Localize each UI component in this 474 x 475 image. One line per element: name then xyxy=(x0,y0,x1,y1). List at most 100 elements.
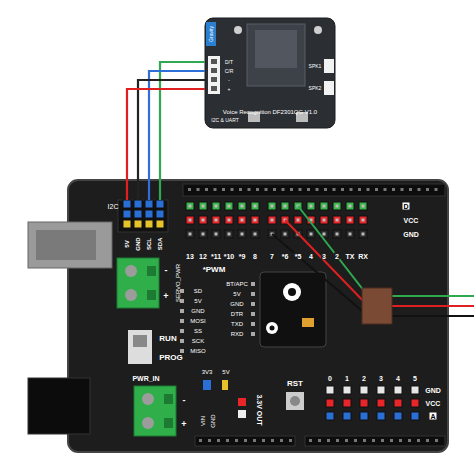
pin xyxy=(336,219,339,222)
pin xyxy=(362,205,365,208)
pin xyxy=(326,412,334,420)
header-hole xyxy=(231,188,234,191)
pin-label: 12 xyxy=(198,253,208,260)
pin xyxy=(377,412,385,420)
pin xyxy=(349,205,352,208)
pin xyxy=(377,386,385,394)
header-hole xyxy=(265,188,268,191)
header-hole xyxy=(318,439,321,442)
pin xyxy=(349,219,352,222)
pin-label: MOSI xyxy=(190,318,205,324)
pin xyxy=(199,202,207,210)
header-hole xyxy=(426,188,429,191)
wire xyxy=(160,62,205,200)
pin xyxy=(411,412,419,420)
pin xyxy=(254,205,257,208)
gear-icon xyxy=(266,322,278,334)
header-hole xyxy=(217,439,220,442)
pin xyxy=(251,332,255,336)
power-terminal xyxy=(134,386,176,436)
pin xyxy=(251,230,259,238)
pin xyxy=(362,219,365,222)
run-prog-switch xyxy=(128,330,152,364)
pin-label: BT/APC xyxy=(226,281,248,287)
header-hole xyxy=(409,188,412,191)
header-hole xyxy=(289,439,292,442)
header-hole xyxy=(350,188,353,191)
pin xyxy=(359,230,367,238)
pin-label: RUN xyxy=(159,335,176,343)
pin xyxy=(180,349,184,353)
module-pcb xyxy=(205,18,335,128)
pin xyxy=(346,216,354,224)
pin-label: GND xyxy=(403,231,419,238)
pin xyxy=(268,202,276,210)
pin xyxy=(323,219,326,222)
header-hole xyxy=(390,439,393,442)
header-hole xyxy=(363,439,366,442)
pin xyxy=(326,386,334,394)
pin-label: GND xyxy=(230,301,243,307)
pin-label: 1 xyxy=(345,375,349,382)
header-hole xyxy=(426,439,429,442)
pin xyxy=(180,329,184,333)
pin xyxy=(343,399,351,407)
pin xyxy=(241,205,244,208)
pin-label: MISO xyxy=(190,348,205,354)
jumper xyxy=(203,380,211,390)
header-hole xyxy=(226,439,229,442)
header-hole xyxy=(358,188,361,191)
header-hole xyxy=(327,439,330,442)
module-chip xyxy=(255,30,297,68)
pin xyxy=(228,233,231,236)
pin-label: Gravity xyxy=(209,26,214,42)
wire xyxy=(127,89,205,200)
header-hole xyxy=(214,188,217,191)
pin xyxy=(238,398,246,406)
pin-label: 13 xyxy=(185,253,195,260)
module-connector xyxy=(208,56,220,94)
pin xyxy=(202,233,205,236)
header-hole xyxy=(435,439,438,442)
pin-label: + xyxy=(228,87,231,92)
pin-label: *PWM xyxy=(203,266,226,274)
pin xyxy=(394,399,402,407)
pin-label: 5V xyxy=(194,298,201,304)
pin xyxy=(123,200,131,208)
pin xyxy=(251,282,255,286)
pin-label: - xyxy=(183,396,186,405)
pin xyxy=(394,412,402,420)
usb-port xyxy=(36,230,96,260)
pin-label: *5 xyxy=(294,253,303,260)
header-hole xyxy=(282,188,285,191)
bt-module xyxy=(260,272,326,347)
header-hole xyxy=(262,439,265,442)
pin-label: 7 xyxy=(269,253,275,260)
pin-label: VCC xyxy=(426,400,441,407)
pin xyxy=(123,210,131,218)
pin-label: A xyxy=(429,413,436,420)
pin xyxy=(326,399,334,407)
pin xyxy=(156,220,164,228)
pin xyxy=(310,233,313,236)
pin-label: 2 xyxy=(334,253,340,260)
pin xyxy=(180,339,184,343)
pin-label: D xyxy=(402,203,409,210)
header-hole xyxy=(345,439,348,442)
header-hole xyxy=(307,188,310,191)
pin xyxy=(251,292,255,296)
pin-label: 3 xyxy=(379,375,383,382)
header-hole xyxy=(399,439,402,442)
pin xyxy=(362,233,365,236)
pin xyxy=(123,220,131,228)
header-pins xyxy=(123,188,438,442)
cable-connector xyxy=(362,288,392,324)
header-hole xyxy=(435,188,438,191)
pin xyxy=(411,399,419,407)
pin xyxy=(134,200,142,208)
pin xyxy=(189,233,192,236)
pin xyxy=(225,202,233,210)
female-header xyxy=(195,436,295,446)
header-hole xyxy=(336,439,339,442)
module-screen xyxy=(247,24,305,86)
